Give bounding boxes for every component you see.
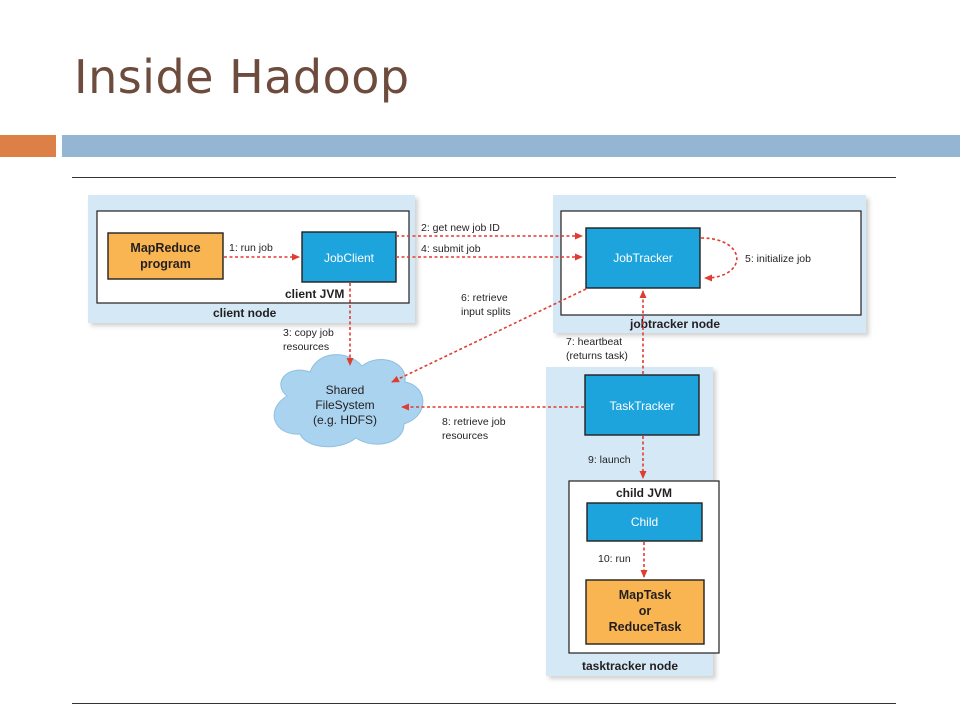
step-6-label-2: input splits xyxy=(461,306,511,318)
maptask-label-2: or xyxy=(639,604,652,618)
client-jvm-label: client JVM xyxy=(285,287,344,301)
slide-title: Inside Hadoop xyxy=(74,50,410,104)
shared-filesystem-cloud: Shared FileSystem (e.g. HDFS) xyxy=(273,354,424,448)
step-2-label: 2: get new job ID xyxy=(421,222,500,234)
step-7-label-1: 7: heartbeat xyxy=(566,336,622,348)
tasktracker-label: TaskTracker xyxy=(610,399,675,413)
child-box: Child xyxy=(586,502,703,542)
jobtracker-label: JobTracker xyxy=(613,251,673,265)
jobtracker-box: JobTracker xyxy=(585,227,701,289)
client-node-label: client node xyxy=(213,306,277,320)
step-8-label-2: resources xyxy=(442,430,488,442)
mapreduce-program-box: MapReduce program xyxy=(107,232,224,280)
jobclient-label: JobClient xyxy=(324,251,375,265)
tasktracker-node-label: tasktracker node xyxy=(582,659,678,673)
maptask-label-1: MapTask xyxy=(619,588,672,602)
step-5-label: 5: initialize job xyxy=(745,253,811,265)
step-10-label: 10: run xyxy=(598,553,631,565)
step-7-label-2: (returns task) xyxy=(566,350,628,362)
child-jvm-label: child JVM xyxy=(616,486,672,500)
shared-fs-label-3: (e.g. HDFS) xyxy=(313,413,377,427)
tasktracker-box: TaskTracker xyxy=(584,374,700,436)
jobtracker-node: jobtracker node xyxy=(553,195,866,333)
title-accent-bar xyxy=(0,135,56,157)
arrow-initialize-job xyxy=(700,237,738,282)
shared-fs-label-1: Shared xyxy=(326,383,365,397)
step-1-label: 1: run job xyxy=(229,242,273,254)
mapreduce-program-label-2: program xyxy=(140,257,191,271)
title-band xyxy=(62,135,960,157)
diagram-bottom-rule xyxy=(72,703,896,704)
step-8-label-1: 8: retrieve job xyxy=(442,416,506,428)
step-3-label-1: 3: copy job xyxy=(283,327,334,339)
step-9-label: 9: launch xyxy=(588,454,631,466)
shared-fs-label-2: FileSystem xyxy=(315,398,374,412)
step-3-label-2: resources xyxy=(283,341,329,353)
step-4-label: 4: submit job xyxy=(421,243,481,255)
diagram-top-rule xyxy=(72,177,896,178)
arrow-retrieve-splits xyxy=(391,288,587,383)
mapreduce-program-label-1: MapReduce xyxy=(130,241,200,255)
maptask-box: MapTask or ReduceTask xyxy=(585,579,705,645)
jobclient-box: JobClient xyxy=(301,231,397,283)
child-label: Child xyxy=(631,515,658,529)
jobtracker-node-label: jobtracker node xyxy=(629,317,720,331)
maptask-label-3: ReduceTask xyxy=(609,620,682,634)
step-6-label-1: 6: retrieve xyxy=(461,292,508,304)
